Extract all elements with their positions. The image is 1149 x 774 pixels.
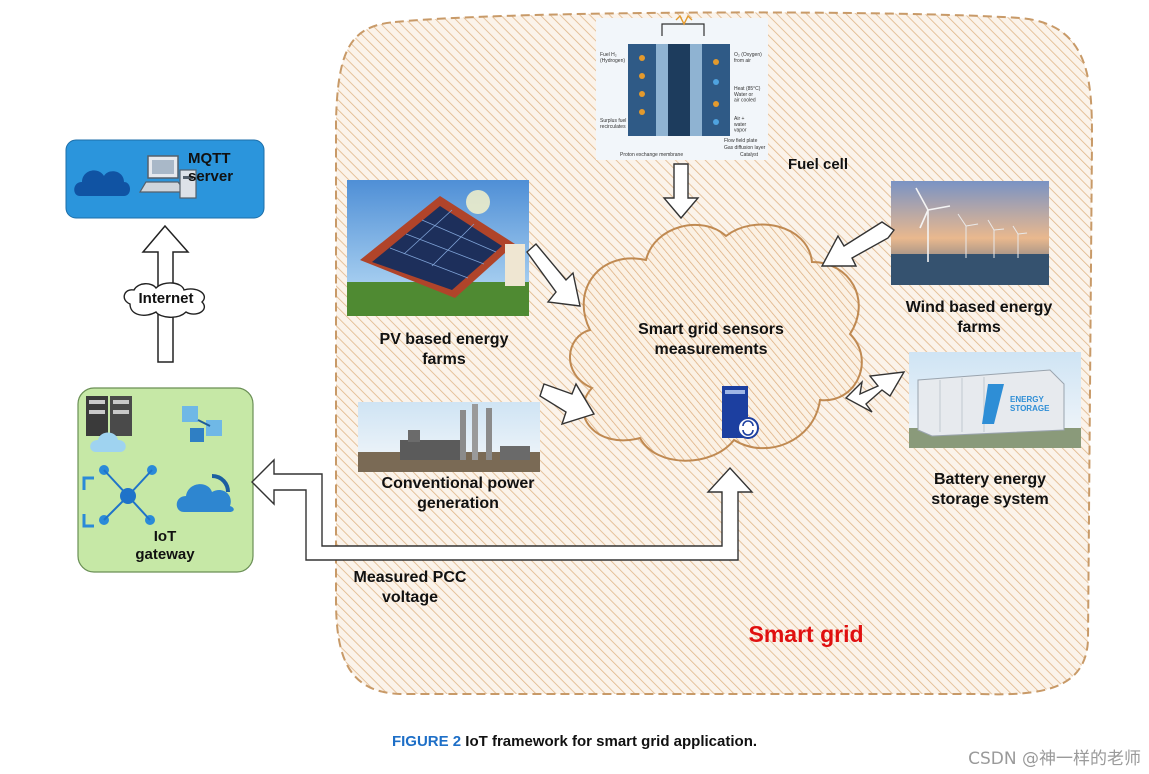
iot-hub-icon [82, 465, 157, 528]
iot-gateway-label: IoT gateway [135, 528, 195, 564]
fc-fuel-label: Fuel H₂(Hydrogen) [600, 52, 625, 64]
cloud-sync-icon [176, 474, 234, 512]
iot-gateway-box [77, 387, 254, 573]
computer-icon [138, 155, 197, 199]
cloud-icon [74, 170, 130, 196]
pv-arrow [526, 242, 581, 307]
central-cloud [569, 223, 863, 462]
cloud-center-label: Smart grid sensors measurements [638, 321, 784, 358]
battery-bidirectional-arrow [844, 371, 906, 413]
fc-catalyst-label: Catalyst [740, 152, 759, 158]
pcc-voltage-label: Measured PCC voltage [353, 569, 467, 606]
internet-label: Internet [138, 290, 194, 307]
pcc-feedback-arrow [251, 458, 754, 561]
figure-number: FIGURE 2 [391, 733, 462, 750]
mqtt-server-box [65, 139, 265, 219]
mqtt-server-label: MQTT server [188, 150, 234, 186]
battery-storage-label: Battery energy storage system [931, 471, 1049, 508]
server-rack-icon [86, 396, 132, 452]
pv-farm-label: PV based energy farms [379, 331, 509, 368]
wind-farm-image [891, 181, 1049, 285]
sensor-server-icon [722, 386, 759, 439]
fc-gas-layer-label: Gas diffusion layer [724, 145, 766, 151]
fc-membrane-label: Proton exchange membrane [620, 152, 683, 158]
network-share-icon [182, 406, 222, 442]
wind-arrow [820, 221, 896, 267]
conventional-power-image [358, 402, 540, 472]
figure-caption-text: IoT framework for smart grid application… [461, 733, 758, 750]
fuel-cell-label: Fuel cell [787, 156, 849, 173]
fc-flow-plate-label: Flow field plate [724, 138, 758, 144]
conventional-power-label: Conventional power generation [381, 475, 535, 512]
smart-grid-label: Smart grid [748, 621, 864, 647]
fuel-cell-image: Fuel H₂(Hydrogen) O₂ (Oxygen)from air He… [596, 14, 768, 160]
conventional-arrow [539, 382, 596, 426]
internet-arrow [123, 224, 205, 363]
wind-farm-label: Wind based energy farms [905, 299, 1053, 336]
figure-caption: FIGURE 2 IoT framework for smart grid ap… [0, 733, 1149, 750]
watermark: CSDN @神一样的老师 [968, 749, 1141, 769]
fuel-cell-arrow [662, 163, 700, 220]
pv-farm-image [347, 180, 529, 316]
fc-oxygen-label: O₂ (Oxygen)from air [734, 52, 762, 64]
